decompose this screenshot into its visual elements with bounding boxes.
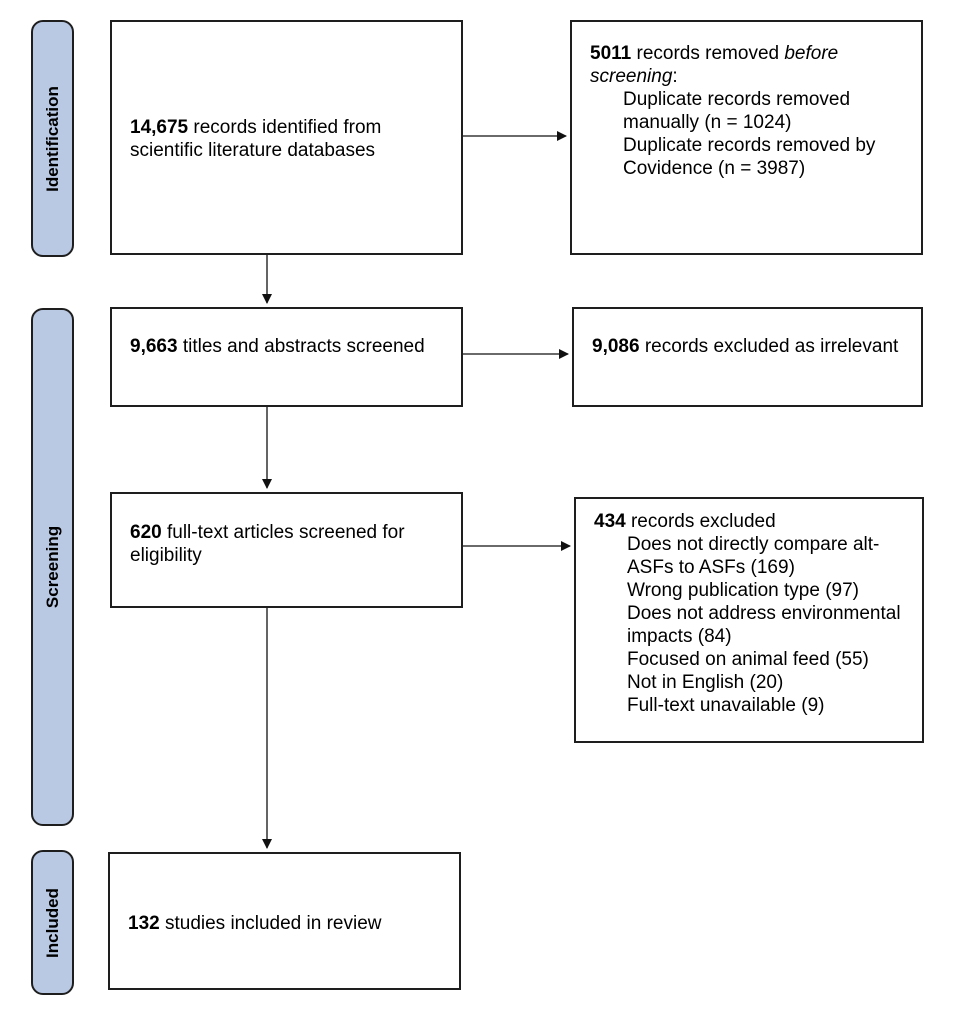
fulltext-screened-box: 620 full-text articles screened for elig… — [110, 492, 463, 608]
excluded-fulltext-text: records excluded — [630, 511, 776, 532]
excluded-fulltext-box: 434 records excluded Does not directly c… — [574, 497, 924, 743]
phase-screening: Screening — [31, 308, 74, 826]
exclusion-reason: Focused on animal feed (55) — [627, 649, 869, 670]
removed-count: 5011 — [590, 43, 632, 64]
removed-item-covidence: Duplicate records removed by Covidence (… — [623, 135, 876, 179]
screened-text: titles and abstracts screened — [182, 336, 425, 357]
excluded-irrelevant-box: 9,086 records excluded as irrelevant — [572, 307, 923, 407]
fulltext-count: 620 — [130, 522, 162, 543]
exclusion-reason: Not in English (20) — [627, 672, 784, 693]
studies-included-box: 132 studies included in review — [108, 852, 461, 990]
fulltext-text: full-text articles screened for eligibil… — [130, 522, 405, 566]
titles-screened-box: 9,663 titles and abstracts screened — [110, 307, 463, 407]
removed-heading: 5011 records removed before screening: — [590, 42, 911, 88]
removed-text-b: : — [672, 66, 678, 87]
included-count: 132 — [128, 913, 160, 934]
removed-text-em: before screening — [590, 43, 839, 87]
excluded-irrelevant-count: 9,086 — [592, 336, 640, 357]
records-identified-box: 14,675 records identified from scientifi… — [110, 20, 463, 255]
removed-item-manual: Duplicate records removed manually (n = … — [623, 89, 851, 133]
phase-identification: Identification — [31, 20, 74, 257]
identified-text: records identified from scientific liter… — [130, 117, 382, 161]
exclusion-reason: Does not directly compare alt-ASFs to AS… — [627, 534, 880, 578]
records-removed-box: 5011 records removed before screening: D… — [570, 20, 923, 255]
excluded-fulltext-count: 434 — [594, 511, 626, 532]
phase-included: Included — [31, 850, 74, 995]
included-text: studies included in review — [164, 913, 382, 934]
exclusion-reason: Full-text unavailable (9) — [627, 695, 825, 716]
screened-count: 9,663 — [130, 336, 178, 357]
excluded-irrelevant-text: records excluded as irrelevant — [644, 336, 899, 357]
exclusion-reason: Does not address environmental impacts (… — [627, 603, 901, 647]
exclusion-reason: Wrong publication type (97) — [627, 580, 859, 601]
excluded-fulltext-heading: 434 records excluded — [594, 510, 912, 533]
removed-text-a: records removed — [636, 43, 785, 64]
identified-count: 14,675 — [130, 117, 189, 138]
